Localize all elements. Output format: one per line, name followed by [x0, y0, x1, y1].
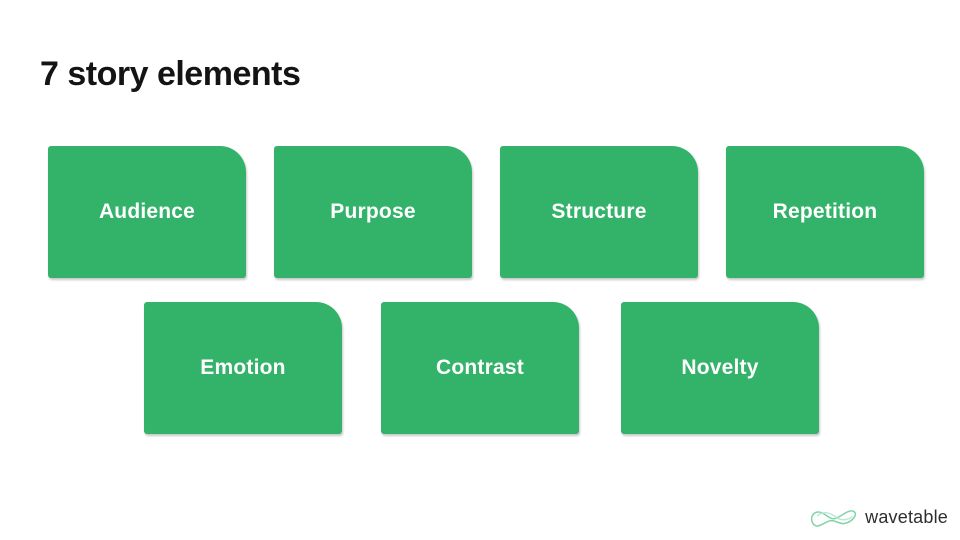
card-label: Contrast	[436, 356, 524, 379]
card-label: Repetition	[772, 200, 878, 223]
card-audience: Audience	[48, 146, 246, 278]
card-repetition: Repetition	[726, 146, 924, 278]
page-title: 7 story elements	[40, 55, 301, 93]
card-structure: Structure	[500, 146, 698, 278]
wave-icon	[811, 510, 857, 527]
card-label: Emotion	[200, 356, 286, 379]
card-contrast: Contrast	[381, 302, 579, 434]
card-emotion: Emotion	[144, 302, 342, 434]
card-label: Novelty	[681, 356, 759, 379]
card-label: Audience	[98, 200, 196, 223]
card-label: Purpose	[330, 200, 416, 223]
card-label: Structure	[551, 200, 647, 223]
card-purpose: Purpose	[274, 146, 472, 278]
wavetable-logo: wavetable	[809, 503, 948, 532]
card-novelty: Novelty	[621, 302, 819, 434]
wavetable-wordmark: wavetable	[865, 507, 948, 527]
